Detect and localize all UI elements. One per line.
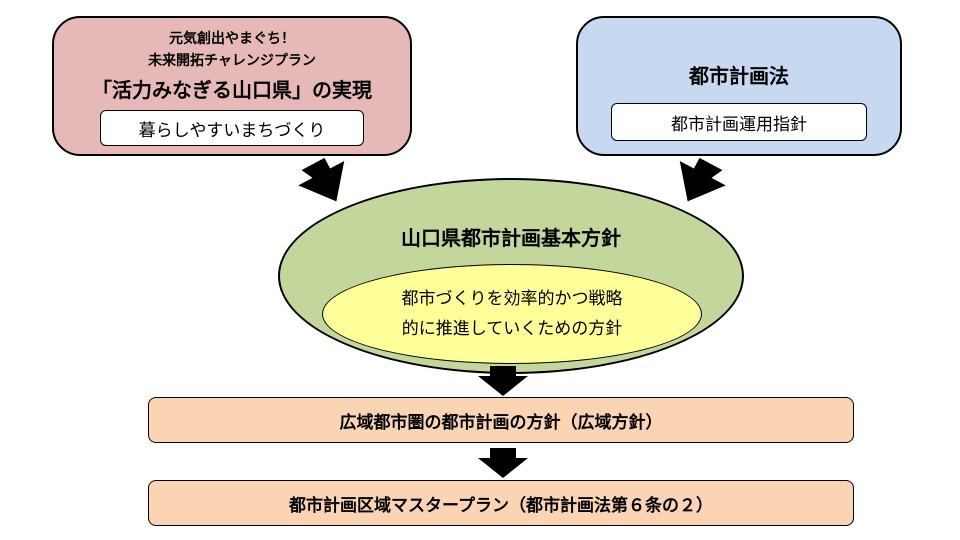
basic-policy-title: 山口県都市計画基本方針 <box>401 226 621 250</box>
inner-line-2: 的に推進していくための方針 <box>401 319 623 339</box>
master-plan-bar: 都市計画区域マスタープラン（都市計画法第６条の２） <box>148 480 854 526</box>
down-arrow-icon-2 <box>478 448 528 478</box>
down-arrow-icon <box>478 366 528 396</box>
law-sub-box: 都市計画運用指針 <box>611 103 867 141</box>
plan-sub-box: 暮らしやすいまちづくり <box>100 110 364 146</box>
plan-line-1: 元気創出やまぐち！ <box>169 31 295 47</box>
inner-line-1: 都市づくりを効率的かつ戦略 <box>401 289 623 309</box>
left-arrow-icon <box>298 157 345 202</box>
plan-box: 元気創出やまぐち！ 未来開拓チャレンジプラン 「活力みなぎる山口県」の実現 暮ら… <box>52 16 412 156</box>
plan-sub-label: 暮らしやすいまちづくり <box>138 120 326 141</box>
law-title: 都市計画法 <box>689 64 789 88</box>
regional-policy-label: 広域都市圏の都市計画の方針（広域方針） <box>339 412 663 433</box>
law-box: 都市計画法 都市計画運用指針 <box>576 16 902 156</box>
plan-line-2: 未来開拓チャレンジプラン <box>148 53 316 69</box>
regional-policy-bar: 広域都市圏の都市計画の方針（広域方針） <box>148 397 854 443</box>
right-arrow-icon <box>679 157 726 202</box>
basic-policy-inner-ellipse: 都市づくりを効率的かつ戦略 的に推進していくための方針 <box>322 264 702 364</box>
law-sub-label: 都市計画運用指針 <box>671 114 807 135</box>
master-plan-label: 都市計画区域マスタープラン（都市計画法第６条の２） <box>289 495 713 516</box>
basic-policy-ellipse: 山口県都市計画基本方針 都市づくりを効率的かつ戦略 的に推進していくための方針 <box>278 178 744 374</box>
plan-line-3: 「活力みなぎる山口県」の実現 <box>92 78 372 102</box>
